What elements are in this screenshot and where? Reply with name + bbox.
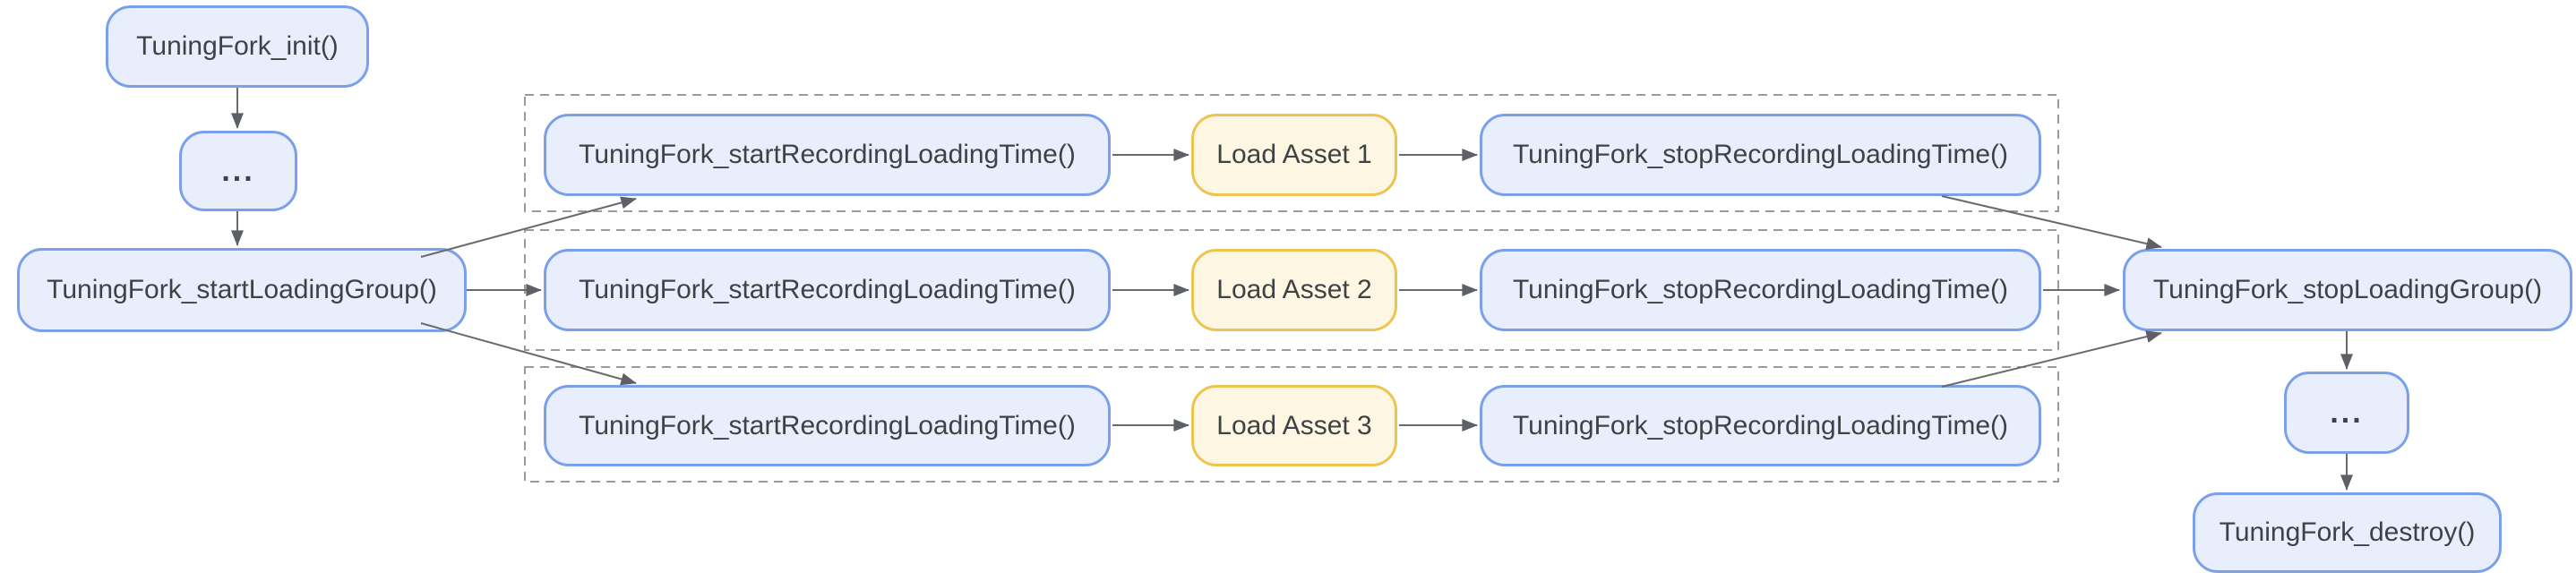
node-start-loading-group: TuningFork_startLoadingGroup() (17, 248, 467, 332)
node-ellipsis-top: ... (179, 131, 297, 211)
node-row1-start-recording: TuningFork_startRecordingLoadingTime() (544, 114, 1111, 196)
node-row2-stop-recording: TuningFork_stopRecordingLoadingTime() (1480, 249, 2041, 331)
node-row3-start-recording: TuningFork_startRecordingLoadingTime() (544, 385, 1111, 466)
node-destroy: TuningFork_destroy() (2193, 492, 2502, 573)
node-row3-stop-recording: TuningFork_stopRecordingLoadingTime() (1480, 385, 2041, 466)
edge-row1-to-stopgroup (1941, 195, 2162, 251)
node-init: TuningFork_init() (106, 5, 369, 88)
node-row1-stop-recording: TuningFork_stopRecordingLoadingTime() (1480, 114, 2041, 196)
node-row1-load-asset: Load Asset 1 (1191, 114, 1397, 196)
edge-startgroup-to-row3 (420, 322, 637, 386)
node-ellipsis-bottom: ... (2284, 372, 2409, 454)
node-row3-load-asset: Load Asset 3 (1191, 385, 1397, 466)
node-row2-start-recording: TuningFork_startRecordingLoadingTime() (544, 249, 1111, 331)
edge-row3-to-stopgroup (1941, 330, 2162, 388)
node-stop-loading-group: TuningFork_stopLoadingGroup() (2123, 249, 2572, 331)
node-row2-load-asset: Load Asset 2 (1191, 249, 1397, 331)
